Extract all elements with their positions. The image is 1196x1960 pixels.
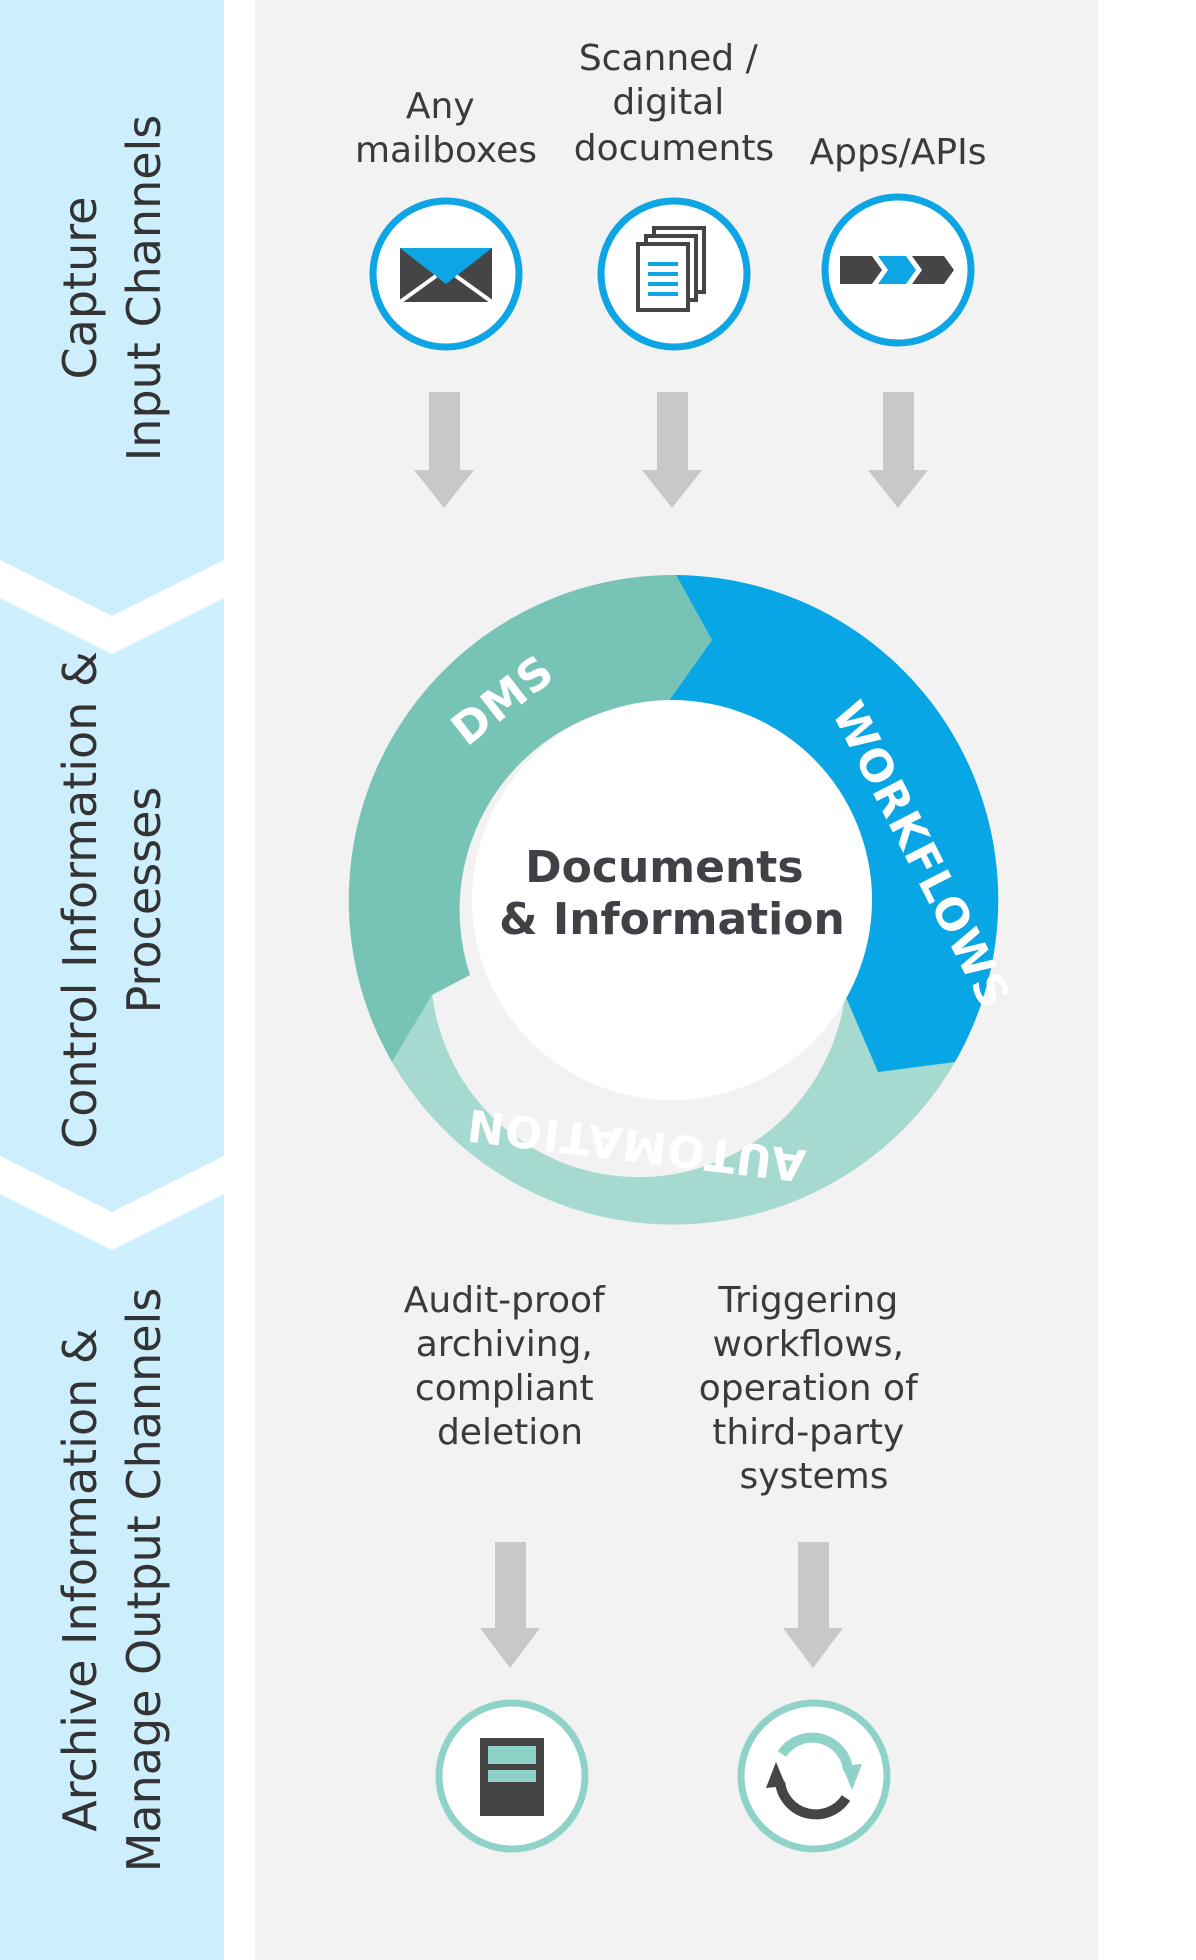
cycle-center	[472, 700, 872, 1100]
output-labels: Audit-proof archiving, compliant deletio…	[404, 1280, 929, 1497]
input-label-mailboxes: Any mailboxes	[355, 86, 537, 171]
envelope-icon	[369, 197, 523, 351]
arrow-down	[868, 392, 928, 508]
arrow-down	[783, 1542, 843, 1668]
stage-label-archive: Archive Information &	[53, 1328, 107, 1832]
api-chain-icon	[821, 193, 975, 347]
stage-band-archive	[0, 1194, 224, 1960]
sync-icon	[737, 1699, 891, 1853]
sidebar: Capture Input Channels Control Informati…	[0, 0, 224, 1960]
arrow-down	[414, 392, 474, 508]
output-label-triggering: Triggering workflows, operation of third…	[699, 1280, 929, 1497]
input-label-documents: Scanned / digital documents	[574, 38, 774, 169]
stage-label-control: Control Information &	[53, 651, 107, 1149]
archive-cabinet-icon	[435, 1699, 589, 1853]
arrow-down	[480, 1542, 540, 1668]
segment-automation	[392, 993, 955, 1225]
stage-band-control	[0, 598, 224, 1212]
documents-icon	[597, 197, 751, 351]
stage-label-control-2: Processes	[117, 787, 171, 1014]
output-arrows	[480, 1542, 843, 1668]
stage-label-archive-2: Manage Output Channels	[117, 1288, 171, 1873]
output-label-archiving: Audit-proof archiving, compliant deletio…	[404, 1280, 616, 1453]
segment-workflows	[668, 575, 999, 1072]
cycle-center-label: Documents & Information	[499, 842, 845, 945]
input-labels: Any mailboxes Scanned / digital document…	[355, 38, 986, 173]
stage-label-capture-2: Input Channels	[117, 115, 171, 462]
input-arrows	[414, 392, 928, 508]
arrow-down	[642, 392, 702, 508]
stage-label-capture: Capture	[53, 197, 107, 380]
segment-dms	[348, 574, 712, 1062]
input-label-apis: Apps/APIs	[810, 132, 987, 173]
stage-band-capture	[0, 0, 224, 616]
